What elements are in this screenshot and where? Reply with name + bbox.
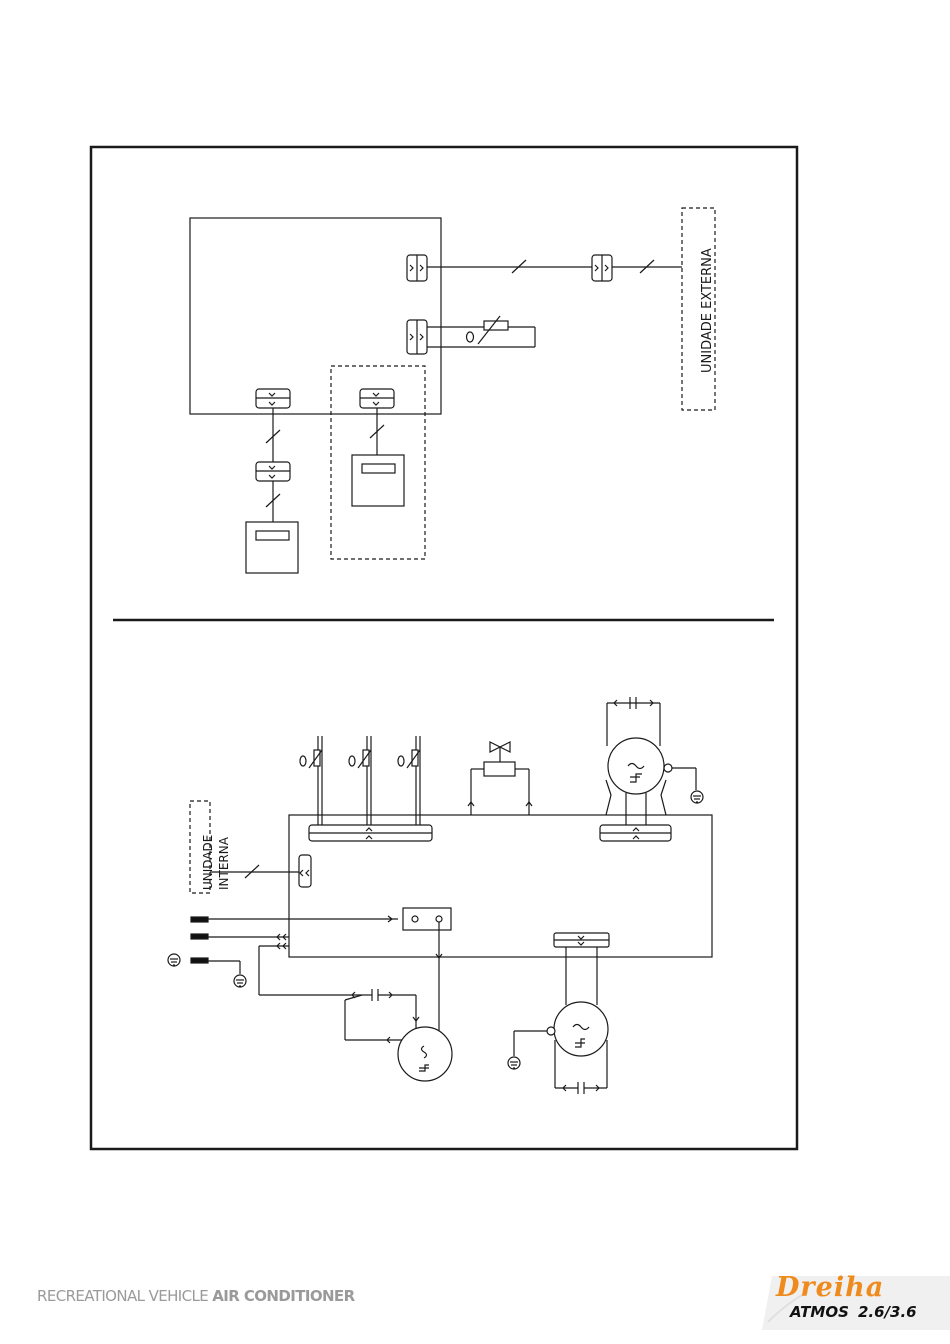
board-connector-compressor — [600, 825, 671, 841]
four-way-valve — [468, 742, 532, 815]
footer-title-bold: AIR CONDITIONER — [212, 1287, 354, 1305]
compressor-motor — [606, 697, 703, 825]
indoor-fan-motor — [259, 943, 452, 1081]
board-connector-sensor — [407, 320, 427, 354]
temperature-sensor-symbol — [467, 316, 509, 344]
external-unit-label: UNIDADE EXTERNA — [700, 248, 715, 373]
board-connector-display — [256, 389, 290, 408]
logo-brand: Dreiha — [776, 1272, 884, 1303]
indoor-control-board — [190, 218, 441, 414]
footer-title: RECREATIONAL VEHICLE AIR CONDITIONER — [37, 1287, 355, 1305]
board-relay — [403, 908, 451, 1045]
board-connector-outdoor — [407, 255, 427, 281]
brand-logo: Dreiha ATMOS 2.6/3.6 — [758, 1272, 950, 1332]
optional-remote-box — [331, 366, 425, 559]
inline-connector-outdoor — [592, 255, 612, 281]
logo-version: 2.6/3.6 — [858, 1303, 917, 1321]
logo-model: ATMOS — [790, 1303, 849, 1321]
remote-panel — [352, 455, 404, 506]
diagram-frame — [91, 147, 797, 1149]
footer-title-regular: RECREATIONAL VEHICLE — [37, 1287, 212, 1305]
internal-unit-label-line2: INTERNA — [217, 836, 231, 890]
board-connector-indoor — [299, 855, 311, 887]
board-connector-sensors — [309, 825, 432, 841]
internal-unit-label-line1: UNIDADE — [201, 835, 215, 890]
sensor-group — [300, 736, 420, 825]
inline-connector-display — [256, 462, 290, 481]
power-inputs — [168, 916, 398, 987]
display-panel — [246, 522, 298, 573]
board-connector-remote — [360, 389, 394, 408]
